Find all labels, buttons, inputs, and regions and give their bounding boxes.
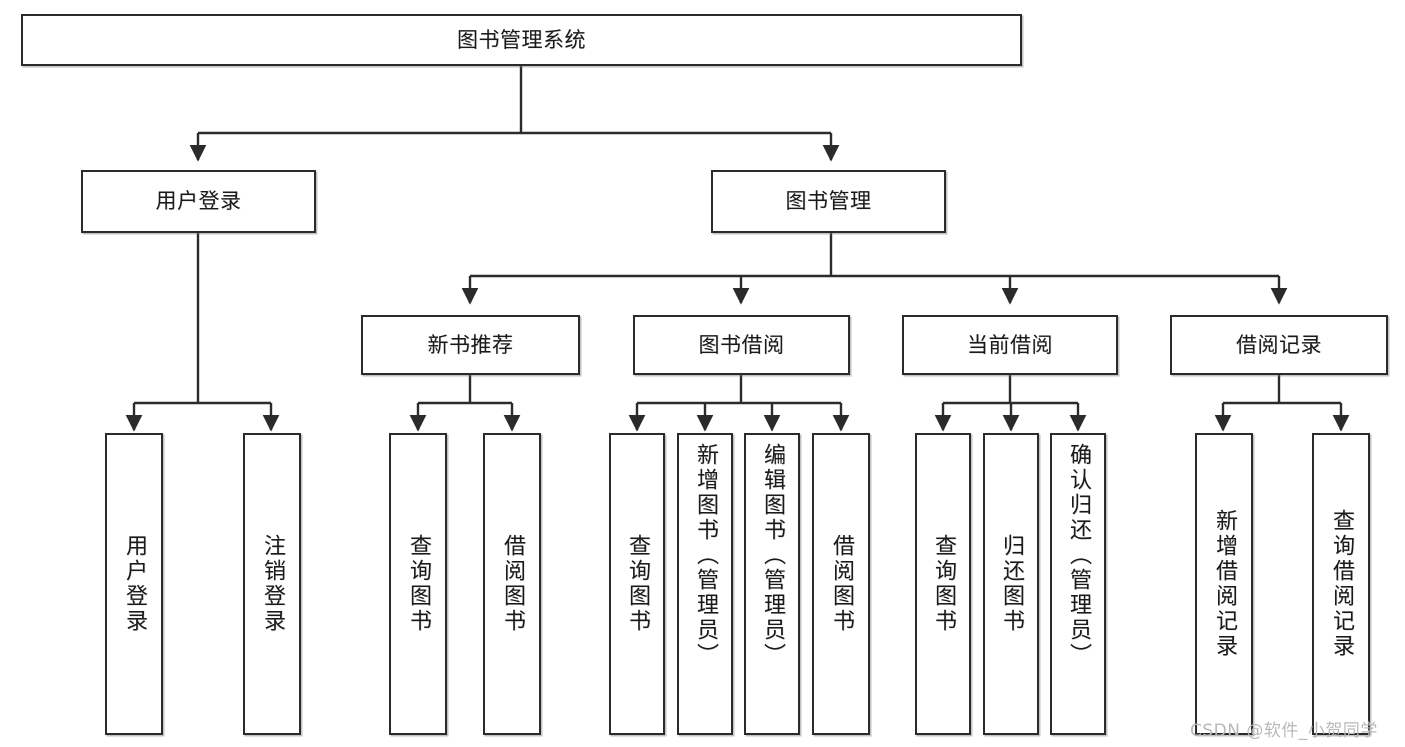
node-label: 用户登录 [155,189,242,214]
node-current-borrow[interactable]: 当前借阅 [902,315,1118,375]
leaf-borrow-book-recommend[interactable]: 借阅图书 [483,433,541,735]
node-new-book-recommend[interactable]: 新书推荐 [361,315,580,375]
node-book-management[interactable]: 图书管理 [711,170,946,233]
node-label: 用户登录 [122,534,147,634]
node-borrow-record[interactable]: 借阅记录 [1170,315,1388,375]
node-label: 新增图书（管理员） [693,443,718,668]
node-label: 新增借阅记录 [1212,509,1237,659]
leaf-borrow-book[interactable]: 借阅图书 [812,433,870,735]
leaf-logout[interactable]: 注销登录 [243,433,301,735]
node-label: 查询借阅记录 [1329,509,1354,659]
leaf-query-borrow-record[interactable]: 查询借阅记录 [1312,433,1370,735]
node-root-book-management-system[interactable]: 图书管理系统 [21,14,1022,66]
leaf-query-book-recommend[interactable]: 查询图书 [389,433,447,735]
node-label: 当前借阅 [967,332,1053,357]
leaf-confirm-return-admin[interactable]: 确认归还（管理员） [1050,433,1106,735]
node-label: 图书管理系统 [457,27,586,52]
node-user-login[interactable]: 用户登录 [81,170,316,233]
node-label: 借阅图书 [500,534,525,634]
node-label: 确认归还（管理员） [1066,443,1091,668]
node-label: 注销登录 [260,534,285,634]
node-label: 借阅记录 [1236,332,1322,357]
node-label: 编辑图书（管理员） [760,443,785,668]
leaf-edit-book-admin[interactable]: 编辑图书（管理员） [744,433,800,735]
node-label: 新书推荐 [427,332,514,357]
node-label: 图书借阅 [698,332,785,357]
leaf-query-book-current[interactable]: 查询图书 [915,433,971,735]
node-label: 借阅图书 [829,534,854,634]
csdn-watermark: CSDN @软件_小贺同学 [1190,721,1378,741]
leaf-user-login[interactable]: 用户登录 [105,433,163,735]
leaf-return-book[interactable]: 归还图书 [983,433,1039,735]
node-book-borrow[interactable]: 图书借阅 [633,315,850,375]
node-label: 归还图书 [999,534,1024,634]
node-label: 图书管理 [785,189,872,214]
node-label: 查询图书 [625,534,650,634]
leaf-query-book-borrow[interactable]: 查询图书 [609,433,665,735]
node-label: 查询图书 [931,534,956,634]
leaf-add-book-admin[interactable]: 新增图书（管理员） [677,433,733,735]
node-label: 查询图书 [406,534,431,634]
leaf-add-borrow-record[interactable]: 新增借阅记录 [1195,433,1253,735]
